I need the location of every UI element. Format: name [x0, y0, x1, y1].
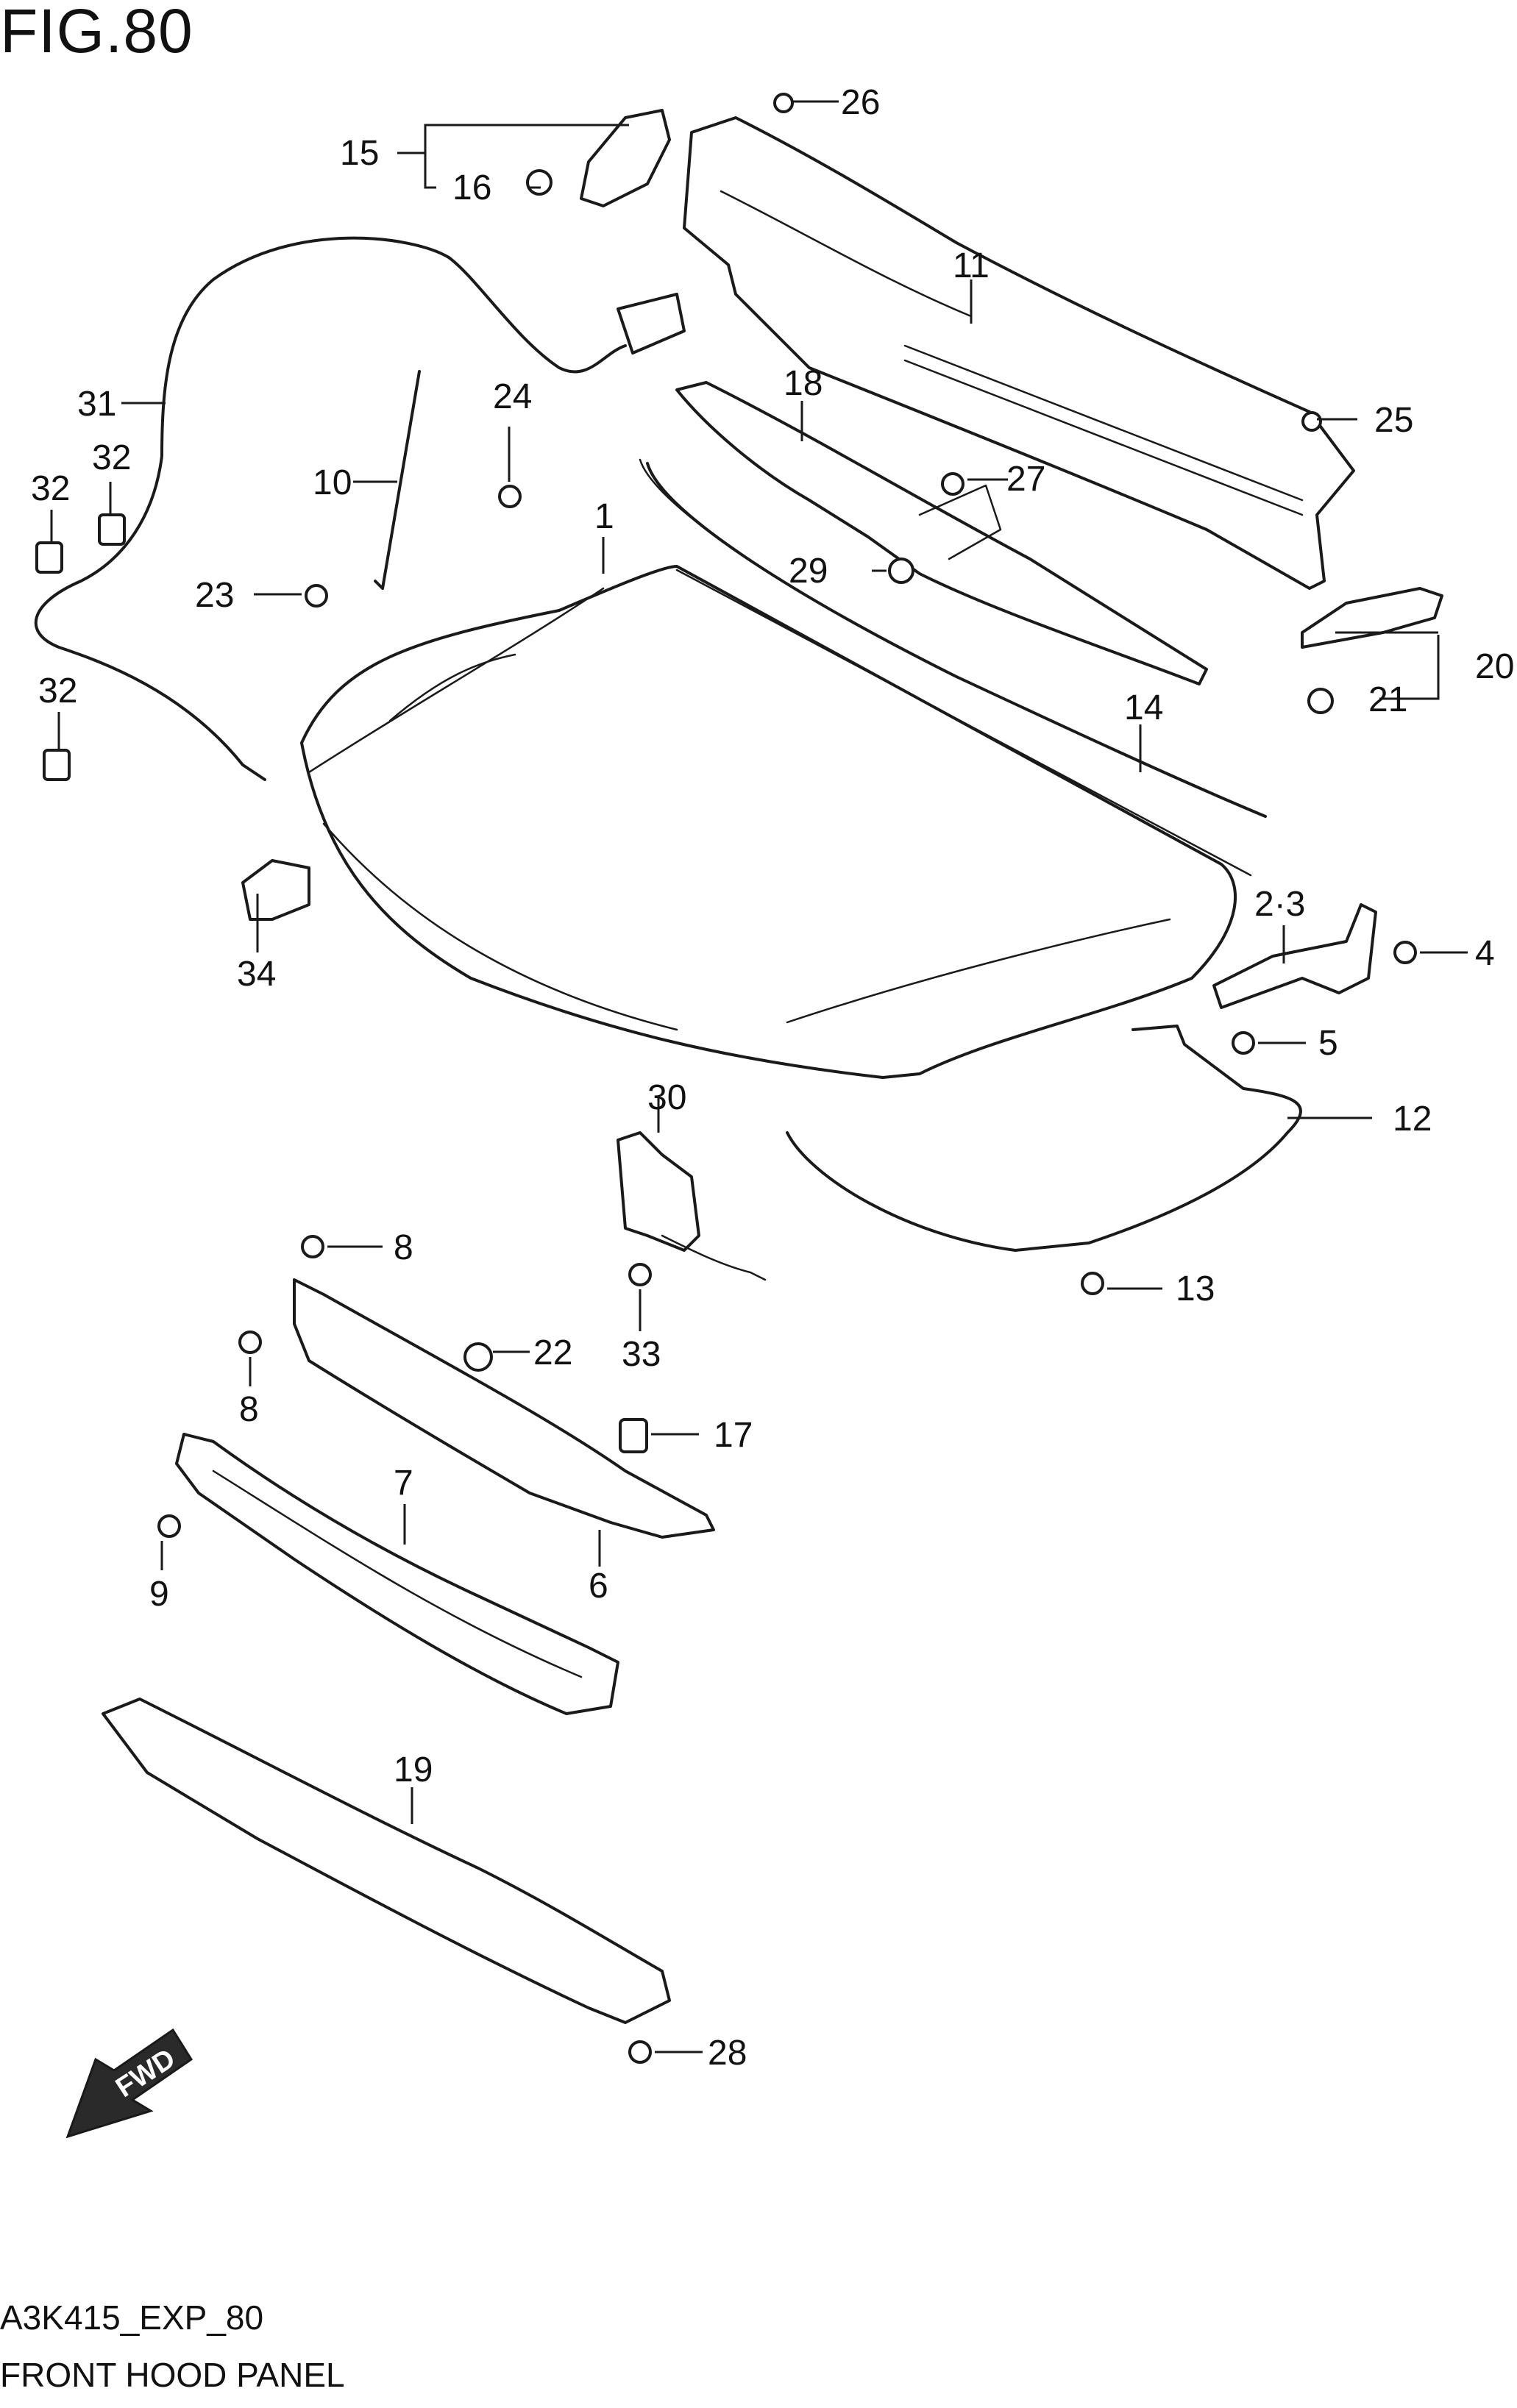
fastener-bolt-8a — [301, 1235, 324, 1258]
callout-32c: 32 — [38, 672, 77, 710]
diagram-title: FRONT HOOD PANEL — [0, 2356, 345, 2394]
callout-32b: 32 — [31, 469, 70, 508]
callout-14: 14 — [1124, 688, 1163, 727]
callout-23: 23 — [195, 576, 234, 615]
callout-27: 27 — [1006, 460, 1045, 499]
lock-support-member — [293, 1278, 715, 1539]
callout-8b: 8 — [239, 1390, 259, 1429]
callout-5: 5 — [1318, 1024, 1338, 1063]
callout-30: 30 — [647, 1078, 686, 1117]
diagram-code: A3K415_EXP_80 — [0, 2298, 264, 2337]
figure-title: FIG.80 — [0, 0, 193, 65]
callout-15: 15 — [340, 134, 379, 173]
release-handle — [580, 109, 671, 207]
fastener-clip-32a — [35, 541, 63, 574]
fastener-bolt-4 — [1393, 941, 1417, 964]
callout-31: 31 — [77, 385, 116, 424]
callout-25: 25 — [1374, 401, 1413, 440]
fastener-clip-16 — [526, 169, 553, 196]
hood-panel — [300, 565, 1252, 1079]
callout-6: 6 — [589, 1567, 608, 1606]
fastener-clip-32c — [43, 749, 71, 781]
callout-13: 13 — [1176, 1269, 1215, 1308]
fastener-bolt-5 — [1232, 1031, 1255, 1055]
fastener-clip-26 — [773, 93, 794, 113]
callout-21: 21 — [1368, 680, 1407, 719]
hood-insulator — [786, 1025, 1302, 1252]
callout-32a: 32 — [92, 438, 131, 477]
fastener-plug-22 — [463, 1342, 493, 1372]
callout-10: 10 — [313, 463, 352, 502]
fastener-bolt-27 — [941, 472, 964, 496]
fastener-clip-13 — [1081, 1272, 1104, 1295]
cowl-top-panel — [683, 116, 1355, 590]
callout-1: 1 — [594, 497, 614, 536]
cowl-bracket — [675, 381, 1208, 685]
secondary-latch — [241, 859, 310, 921]
callout-12: 12 — [1393, 1100, 1432, 1139]
fastener-clip-32b — [98, 513, 126, 546]
callout-24: 24 — [493, 377, 532, 416]
callout-11: 11 — [953, 246, 990, 285]
lower-support-plate — [102, 1698, 671, 2024]
fastener-bolt-33 — [628, 1263, 652, 1286]
callout-28: 28 — [708, 2034, 747, 2073]
hood-stay-rod — [374, 370, 421, 590]
callout-33: 33 — [622, 1335, 661, 1374]
callout-8a: 8 — [394, 1228, 413, 1267]
fastener-cushion-17 — [619, 1418, 648, 1453]
callout-29: 29 — [789, 552, 828, 591]
callout-19: 19 — [394, 1750, 433, 1789]
callout-26: 26 — [841, 83, 880, 122]
fastener-clip-24 — [498, 485, 522, 508]
radiator-support-upper — [175, 1433, 619, 1715]
fastener-bolt-9 — [157, 1514, 181, 1538]
fastener-nut-29 — [888, 558, 914, 584]
hood-bracket — [1301, 587, 1443, 649]
callout-9: 9 — [149, 1575, 169, 1614]
callout-18: 18 — [784, 364, 823, 403]
callout-4: 4 — [1475, 934, 1495, 973]
hood-lock — [617, 1131, 700, 1252]
callout-17: 17 — [714, 1416, 753, 1455]
callout-22: 22 — [533, 1333, 572, 1372]
fastener-clip-23 — [305, 584, 328, 608]
callout-34: 34 — [237, 955, 276, 994]
fastener-clip-21 — [1307, 688, 1334, 714]
callout-7: 7 — [394, 1464, 413, 1503]
fastener-bolt-28 — [628, 2040, 652, 2064]
fwd-direction-arrow: FWD — [65, 2028, 193, 2139]
callout-20: 20 — [1475, 647, 1514, 686]
hood-hinge — [1212, 903, 1377, 1009]
release-cable — [34, 236, 450, 781]
fastener-bolt-8b — [238, 1331, 262, 1354]
callout-16: 16 — [452, 168, 491, 207]
leader-lines — [50, 100, 1468, 2053]
callout-2-3: 2·3 — [1254, 885, 1305, 924]
fastener-clip-25 — [1301, 411, 1322, 432]
